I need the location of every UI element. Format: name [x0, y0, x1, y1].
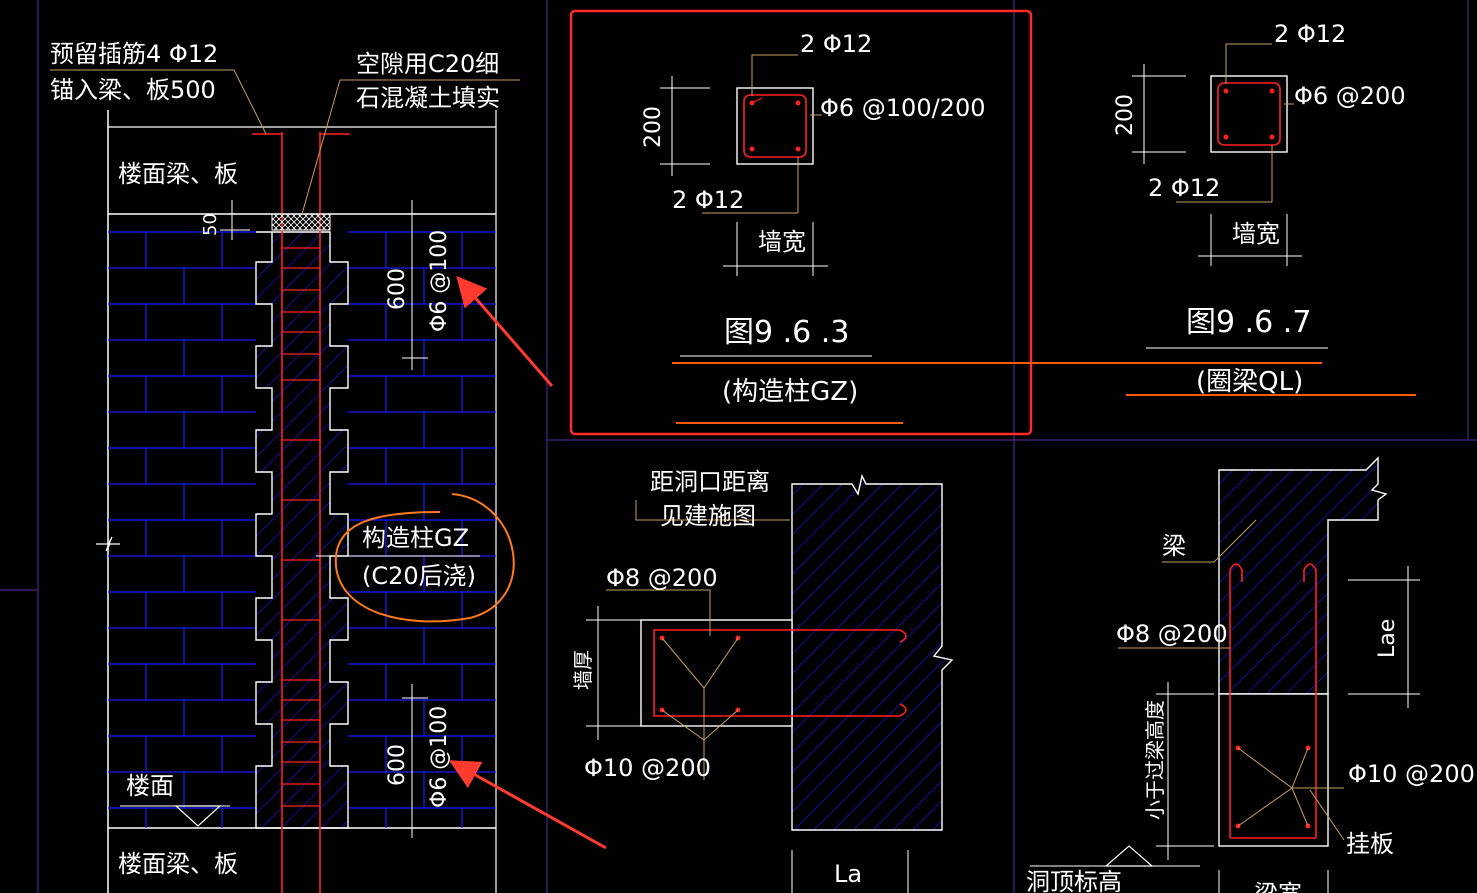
markup-arrow-icon	[449, 760, 607, 850]
note-dowel-line1: 预留插筋4 Φ12	[50, 40, 218, 68]
level-mark-icon	[174, 805, 222, 827]
fig967-stirrup: Φ6 @200	[1294, 82, 1406, 110]
mid-note-line2: 见建施图	[660, 502, 756, 530]
mid-anchor-len: La	[834, 860, 862, 888]
left-elevation: 预留插筋4 Φ12 锚入梁、板500 空隙用C20细 石混凝土填实 楼面梁、板 …	[50, 40, 520, 893]
gap-dim: 50	[200, 213, 221, 236]
mid-thickness-label: 墙厚	[571, 650, 595, 690]
upper-tie-label: Φ6 @100	[427, 230, 452, 332]
right-stirrup: Φ8 @200	[1116, 620, 1228, 648]
note-infill-line1: 空隙用C20细	[356, 50, 499, 78]
right-bottom-cut-label: 梁宽	[1254, 880, 1302, 893]
markup-arrow-icon	[456, 275, 554, 387]
right-beam-label: 梁	[1162, 532, 1186, 560]
fig967-figure-number: 图9 .6 .7	[1186, 305, 1311, 340]
fig963-figure-number: 图9 .6 .3	[724, 315, 849, 350]
brick-masonry-left	[108, 231, 256, 828]
highlight-box	[569, 9, 1033, 436]
upper-spacing-dim: 600	[385, 268, 410, 310]
column-note-line1: 构造柱GZ	[362, 524, 469, 552]
right-anchor-len: Lae	[1375, 619, 1400, 658]
fig963-caption: (构造柱GZ)	[722, 377, 858, 407]
mid-top-bar: Φ8 @200	[606, 564, 718, 592]
fig967-size-dim: 200	[1113, 94, 1138, 136]
mid-bottom-bar: Φ10 @200	[584, 754, 711, 782]
right-bottom-bar: Φ10 @200	[1348, 760, 1475, 788]
fig967-caption: (圈梁QL)	[1196, 367, 1303, 397]
fig963-width-label: 墙宽	[758, 228, 806, 256]
fig967-top-bars: 2 Φ12	[1274, 20, 1346, 48]
bottom-mid-detail: 距洞口距离 见建施图 Φ8 @200 墙厚 Φ10 @200 La	[571, 468, 954, 893]
markup-circle-icon	[334, 493, 515, 623]
mid-note-line1: 距洞口距离	[650, 468, 770, 496]
fig963-stirrup: Φ6 @100/200	[820, 94, 986, 122]
brick-masonry-right	[348, 231, 496, 828]
note-infill-line2: 石混凝土填实	[356, 84, 500, 112]
top-beam-label: 楼面梁、板	[118, 160, 238, 188]
right-beam-height-note: 小于过梁高度	[1143, 700, 1167, 820]
figure-967: 2 Φ12 Φ6 @200 200 2 Φ12 墙宽 图9 .6 .7 (圈梁Q…	[1113, 20, 1416, 397]
right-opening-top: 洞顶标高	[1026, 868, 1122, 893]
infill-strip	[271, 213, 331, 231]
lower-tie-label: Φ6 @100	[427, 706, 452, 808]
column-note-line2: (C20后浇)	[362, 562, 476, 590]
right-hanging-panel: 挂板	[1346, 830, 1394, 858]
fig963-size-dim: 200	[641, 106, 666, 148]
level-mark-icon	[1104, 845, 1154, 867]
note-dowel-line2: 锚入梁、板500	[50, 76, 216, 104]
construction-column	[255, 231, 349, 829]
bottom-right-detail: 梁 Φ8 @200 Lae 小于过梁高度 Φ10 @200 挂板 洞顶标高 梁宽	[1026, 456, 1475, 893]
figure-963: 2 Φ12 Φ6 @100/200 200 2 Φ12 墙宽 图9 .6 .3 …	[569, 9, 1033, 436]
lower-spacing-dim: 600	[385, 744, 410, 786]
fig963-top-bars: 2 Φ12	[800, 30, 872, 58]
fig967-bottom-bars: 2 Φ12	[1148, 174, 1220, 202]
fig967-width-label: 墙宽	[1232, 220, 1280, 248]
fig963-bottom-bars: 2 Φ12	[672, 186, 744, 214]
floor-label: 楼面	[126, 772, 174, 800]
column-ties	[282, 247, 320, 807]
break-mark-icon	[96, 536, 120, 552]
bottom-beam-label: 楼面梁、板	[118, 850, 238, 878]
